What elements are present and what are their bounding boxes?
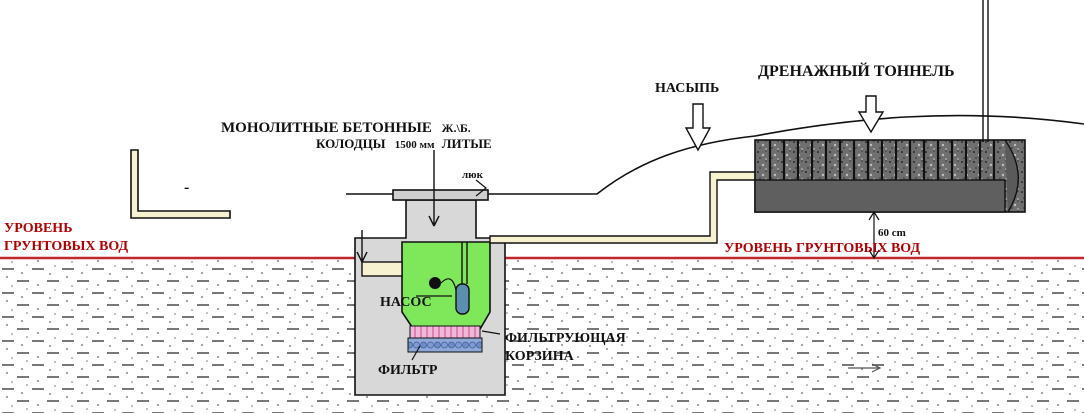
arrow-inlet	[356, 230, 368, 263]
outlet-pipe	[489, 171, 756, 244]
label-monolith-ferro: Ж.\Б.	[442, 121, 471, 135]
label-monolith-line2: КОЛОДЦЫ 1500 мм ЛИТЫЕ	[316, 136, 492, 151]
arrow-embankment	[684, 103, 712, 152]
label-hatch: люк	[462, 169, 484, 181]
arrow-hatch	[475, 179, 487, 197]
flow-arrow	[848, 363, 882, 373]
inlet-pipe	[361, 261, 403, 277]
arrow-tunnel	[857, 95, 885, 134]
left-retaining-wall	[130, 149, 231, 219]
tunnel-base	[754, 179, 1006, 213]
label-pump: НАСОС	[380, 295, 432, 310]
label-groundwater-left-1: УРОВЕНЬ	[4, 221, 72, 236]
arrow-monolith	[428, 150, 440, 227]
label-groundwater-right: УРОВЕНЬ ГРУНТОВЫХ ВОД	[724, 241, 920, 256]
label-monolith-cast: ЛИТЫЕ	[442, 136, 492, 151]
label-embankment: НАСЫПЬ	[655, 81, 719, 96]
clearance-arrow-bottom	[868, 249, 880, 260]
label-filter-basket-2: КОРЗИНА	[505, 349, 575, 364]
well-water	[401, 241, 491, 337]
float-switch	[429, 277, 441, 289]
well-lid	[392, 189, 489, 201]
label-drainage-tunnel: ДРЕНАЖНЫЙ ТОННЕЛЬ	[758, 61, 955, 80]
arrow-filter	[411, 345, 421, 361]
label-filter: ФИЛЬТР	[378, 363, 438, 378]
clearance-arrow-top	[868, 210, 880, 221]
label-filter-basket-1: ФИЛЬТРУЮЩАЯ	[505, 331, 626, 346]
soil-right	[505, 258, 1084, 413]
label-left-mark: -	[184, 179, 189, 196]
label-monolith-size: 1500 мм	[395, 139, 435, 151]
soil-under-well	[355, 395, 505, 413]
tunnel-ribs	[768, 140, 996, 180]
pump	[455, 283, 470, 315]
tunnel-cap	[1004, 139, 1019, 213]
gravel-filter	[407, 337, 483, 353]
arrow-basket	[481, 330, 501, 335]
float-cable	[440, 278, 457, 291]
label-clearance: 60 cm	[878, 227, 906, 239]
label-groundwater-left-2: ГРУНТОВЫХ ВОД	[4, 239, 129, 254]
label-monolith-line1: МОНОЛИТНЫЕ БЕТОННЫЕ Ж.\Б.	[221, 120, 471, 136]
filter-basket	[409, 325, 481, 339]
soil-left	[0, 258, 355, 413]
